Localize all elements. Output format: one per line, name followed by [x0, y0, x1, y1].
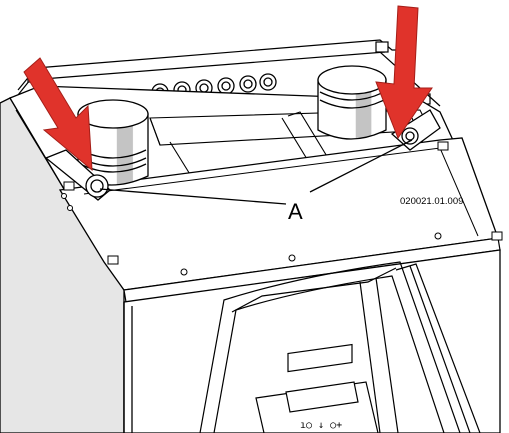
control-panel-symbols: ı○ ↓ ○+ [300, 420, 342, 431]
callout-label-a: A [288, 199, 303, 224]
callout-leaders [99, 139, 413, 205]
front-casing [123, 249, 501, 433]
left-flue-pipe [77, 99, 149, 186]
red-arrow-down-left-icon [375, 5, 433, 140]
edge-hardware [63, 141, 503, 265]
figure-reference-number: 020021.01.009 [400, 196, 463, 207]
right-flue-pipe [317, 65, 387, 140]
cover-screws [61, 193, 442, 276]
red-arrow-down-right-icon [23, 57, 93, 172]
control-panel [255, 343, 379, 433]
front-door [199, 261, 481, 433]
